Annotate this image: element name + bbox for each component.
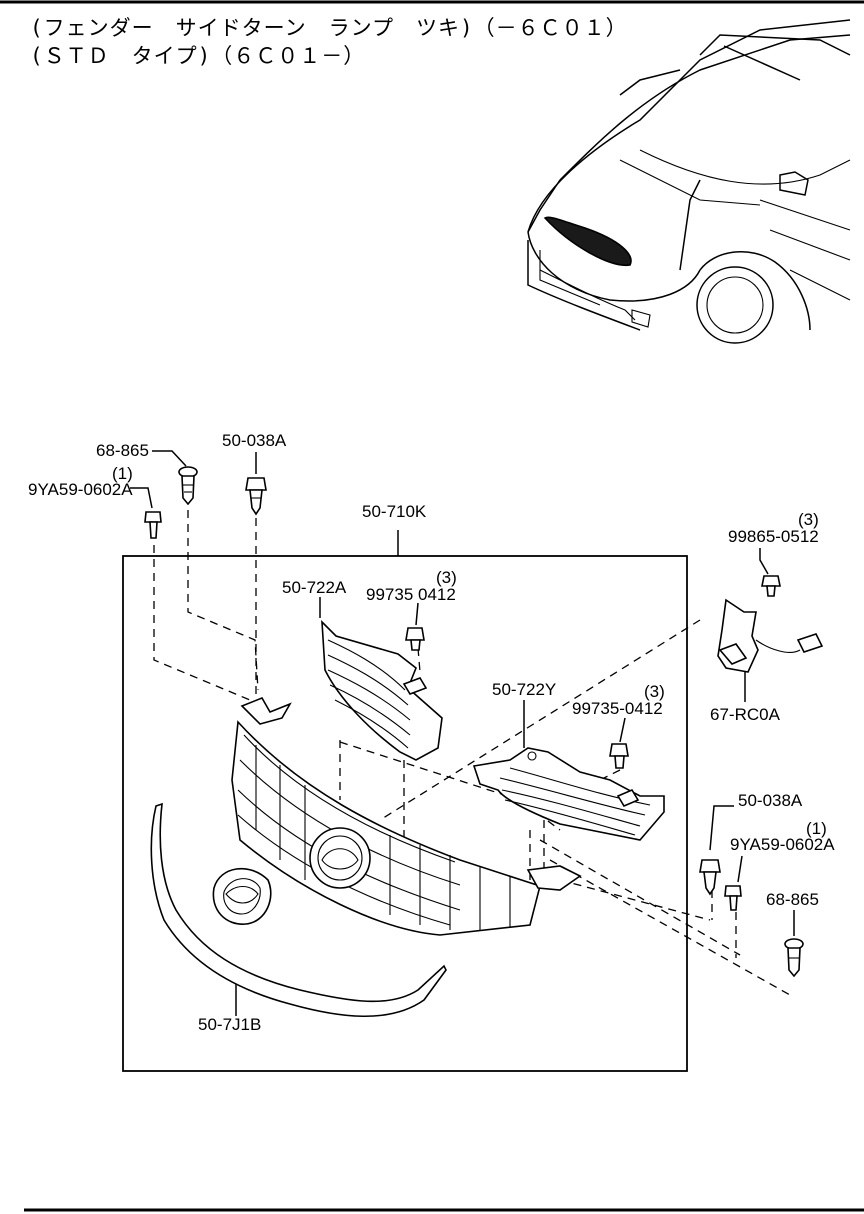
clip-50-038a-right-icon [699,859,721,896]
assembly-frame [122,555,688,1072]
label-68-865-left: 68-865 [96,441,149,460]
screw-9ya59-right-icon [724,885,742,911]
label-50-710k: 50-710K [362,502,427,521]
screw-9ya59-left-icon [144,511,162,539]
grille-molding-strip [150,802,447,1018]
bolt-99735-a-icon [405,627,425,651]
label-50-722y: 50-722Y [492,680,556,699]
clip-68-865-left-icon [178,466,198,506]
label-50-7j1b: 50-7J1B [198,1015,261,1034]
label-67-rc0a: 67-RC0A [710,705,781,724]
label-99735-0412-a: 99735 0412 [366,585,456,604]
side-lamp-bracket [717,598,824,673]
label-99865-0512: 99865-0512 [728,527,819,546]
label-50-722a: 50-722A [282,578,347,597]
screw-99865-0512-icon [761,575,781,597]
header-line-2: (ＳＴＤ タイプ)（６Ｃ０１－） [30,44,366,68]
label-50-038a-right: 50-038A [738,791,803,810]
side-grille-right [472,747,665,841]
label-99735-0412-b: 99735-0412 [572,699,663,718]
label-50-038a-top: 50-038A [222,431,287,450]
radiator-grille-body [231,696,582,936]
label-qty-1-right: (1) [806,819,827,838]
side-grille-left [321,619,443,761]
clip-68-865-right-icon [784,938,804,978]
leader-lines [130,450,795,1016]
header-line-1: (フェンダー サイドターン ランプ ツキ)（－６Ｃ０１） [30,16,628,40]
label-qty-3-c: (3) [644,682,665,701]
mazda-emblem-icon [212,867,272,925]
label-qty-3-b: (3) [436,568,457,587]
label-qty-1-left: (1) [112,464,133,483]
label-9ya59-0602a-right: 9YA59-0602A [730,835,835,854]
bolt-99735-b-icon [609,743,629,769]
car-overview-illustration [527,19,851,344]
clip-50-038a-top-icon [245,477,267,516]
label-qty-3-a: (3) [798,510,819,529]
label-68-865-right: 68-865 [766,890,819,909]
label-9ya59-0602a-left: 9YA59-0602A [28,480,133,499]
